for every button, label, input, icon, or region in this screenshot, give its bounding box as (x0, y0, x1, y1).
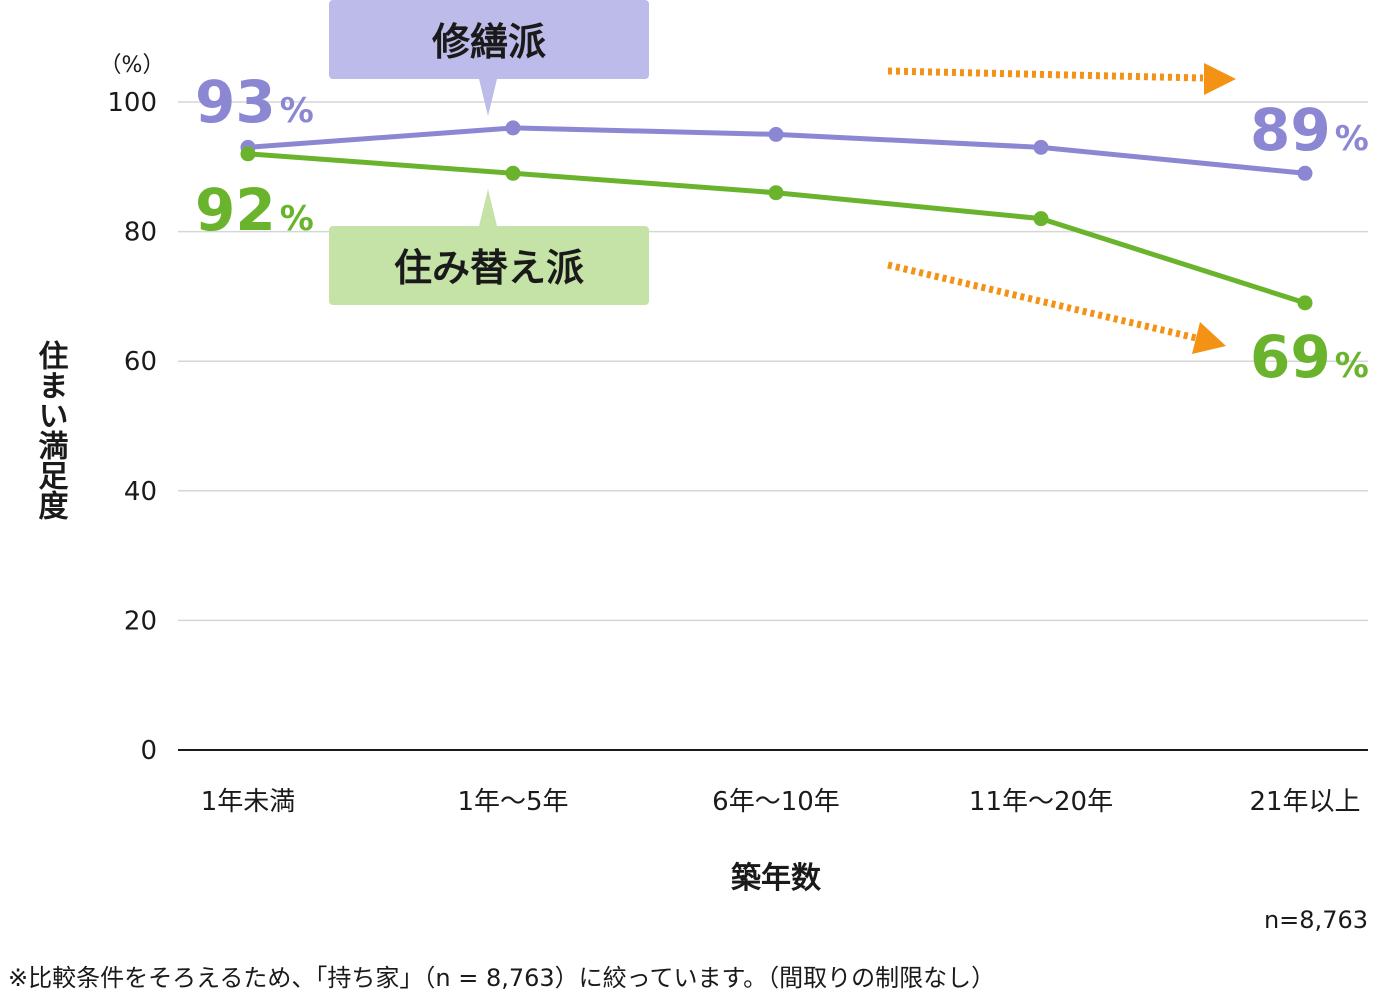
value-callout-unit: % (280, 91, 314, 131)
data-point (768, 185, 784, 201)
data-point (505, 120, 521, 136)
data-point (768, 126, 784, 142)
legend-bubble-bg (329, 0, 649, 79)
y-tick-label: 0 (140, 736, 157, 766)
value-callout-number: 93 (195, 68, 276, 136)
x-tick-label: 1年〜5年 (457, 787, 568, 817)
sample-size-label: n=8,763 (1264, 906, 1368, 934)
data-point (1033, 211, 1049, 227)
footnote: ※比較条件をそろえるため、「持ち家」（n = 8,763）に絞っています。（間取… (8, 964, 995, 992)
y-axis-ticks: 0 20 40 60 80 100 (107, 88, 157, 766)
value-callout-number: 92 (195, 176, 276, 244)
data-point (1297, 295, 1313, 311)
data-point (505, 165, 521, 181)
x-tick-label: 6年〜10年 (712, 787, 840, 817)
legend-bubble-pointer (479, 79, 497, 116)
legend-bubble-bg (329, 226, 649, 305)
legend-bubble-pointer (479, 189, 497, 226)
x-axis-title: 築年数 (731, 861, 822, 896)
value-callout-unit: % (280, 199, 314, 239)
x-tick-label: 1年未満 (201, 787, 296, 817)
y-axis-unit: （%） (100, 53, 165, 78)
y-tick-label: 80 (124, 218, 157, 248)
y-axis-title: 住まい満足度 (33, 340, 69, 521)
trend-arrow-head (1192, 322, 1226, 354)
value-callout-number: 89 (1250, 96, 1331, 164)
y-tick-label: 40 (124, 477, 157, 507)
x-tick-label: 11年〜20年 (969, 787, 1113, 817)
value-callouts: 93%92%89%69% (195, 68, 1369, 391)
value-callout-unit: % (1335, 346, 1369, 386)
data-point (1033, 139, 1049, 155)
data-point (1297, 165, 1313, 181)
trend-arrow-head (1204, 63, 1236, 95)
y-tick-label: 60 (124, 347, 157, 377)
trend-arrow-line (887, 261, 1197, 342)
value-callout: 93% (195, 68, 314, 136)
y-tick-label: 20 (124, 606, 157, 636)
x-axis-ticks: 1年未満 1年〜5年 6年〜10年 11年〜20年 21年以上 (201, 787, 1361, 817)
trend-arrow-line (887, 67, 1204, 82)
trend-arrows (887, 63, 1236, 354)
series-lines (240, 120, 1313, 311)
legend-label: 住み替え派 (394, 246, 584, 290)
y-tick-label: 100 (107, 88, 157, 118)
data-point (240, 146, 256, 162)
value-callout-unit: % (1335, 119, 1369, 159)
legend-label: 修繕派 (432, 20, 546, 64)
value-callout-number: 69 (1250, 323, 1331, 391)
x-tick-label: 21年以上 (1249, 787, 1360, 817)
value-callout: 69% (1250, 323, 1369, 391)
value-callout: 92% (195, 176, 314, 244)
value-callout: 89% (1250, 96, 1369, 164)
